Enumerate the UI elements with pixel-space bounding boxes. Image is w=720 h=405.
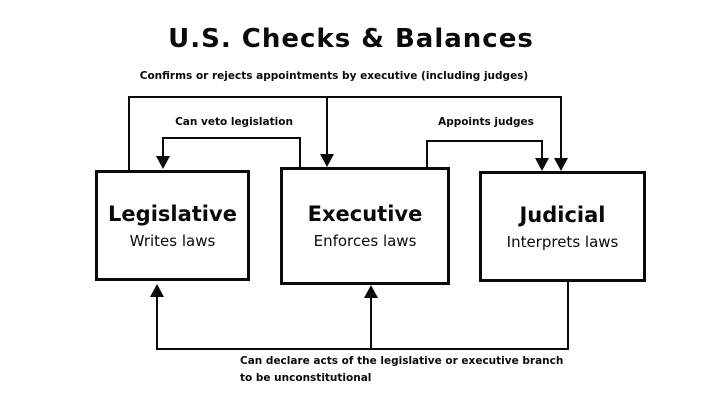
confirms-line-drop-judicial <box>560 96 562 159</box>
diagram-title: U.S. Checks & Balances <box>168 24 534 54</box>
box-executive: Executive Enforces laws <box>280 167 450 285</box>
box-judicial-role: Interprets laws <box>506 232 619 251</box>
declare-arrowhead-legislative <box>150 284 164 297</box>
declare-line-judicial-drop <box>567 282 569 350</box>
confirms-arrowhead-executive <box>320 154 334 167</box>
confirms-line-top <box>128 96 562 98</box>
appoints-line-top <box>426 140 543 142</box>
box-executive-title: Executive <box>307 202 423 226</box>
appoints-line-executive-riser <box>426 140 428 167</box>
box-executive-role: Enforces laws <box>313 232 417 250</box>
arrow-label-declare-line2: to be unconstitutional <box>240 372 372 384</box>
veto-line-executive-riser <box>299 137 301 167</box>
arrow-label-appoints: Appoints judges <box>438 116 534 128</box>
appoints-line-drop-judicial <box>541 140 543 159</box>
veto-line-top <box>162 137 301 139</box>
confirms-arrowhead-judicial <box>554 158 568 171</box>
box-judicial-title: Judicial <box>519 202 606 227</box>
declare-arrowhead-executive <box>364 285 378 298</box>
box-legislative: Legislative Writes laws <box>95 170 250 281</box>
declare-line-rise-legislative <box>156 296 158 350</box>
box-legislative-role: Writes laws <box>129 231 216 250</box>
declare-line-rise-executive <box>370 297 372 350</box>
confirms-line-drop-executive <box>326 96 328 156</box>
arrow-label-declare-line1: Can declare acts of the legislative or e… <box>240 355 564 367</box>
veto-arrowhead-legislative <box>156 156 170 169</box>
box-legislative-title: Legislative <box>108 201 237 226</box>
arrow-label-declare: Can declare acts of the legislative or e… <box>240 353 600 387</box>
arrow-label-confirms: Confirms or rejects appointments by exec… <box>139 70 529 82</box>
arrow-label-veto: Can veto legislation <box>175 116 293 128</box>
confirms-line-legislative-riser <box>128 96 130 170</box>
appoints-arrowhead-judicial <box>535 158 549 171</box>
box-judicial: Judicial Interprets laws <box>479 171 646 282</box>
veto-line-drop-legislative <box>162 137 164 157</box>
declare-line-bottom <box>156 348 569 350</box>
